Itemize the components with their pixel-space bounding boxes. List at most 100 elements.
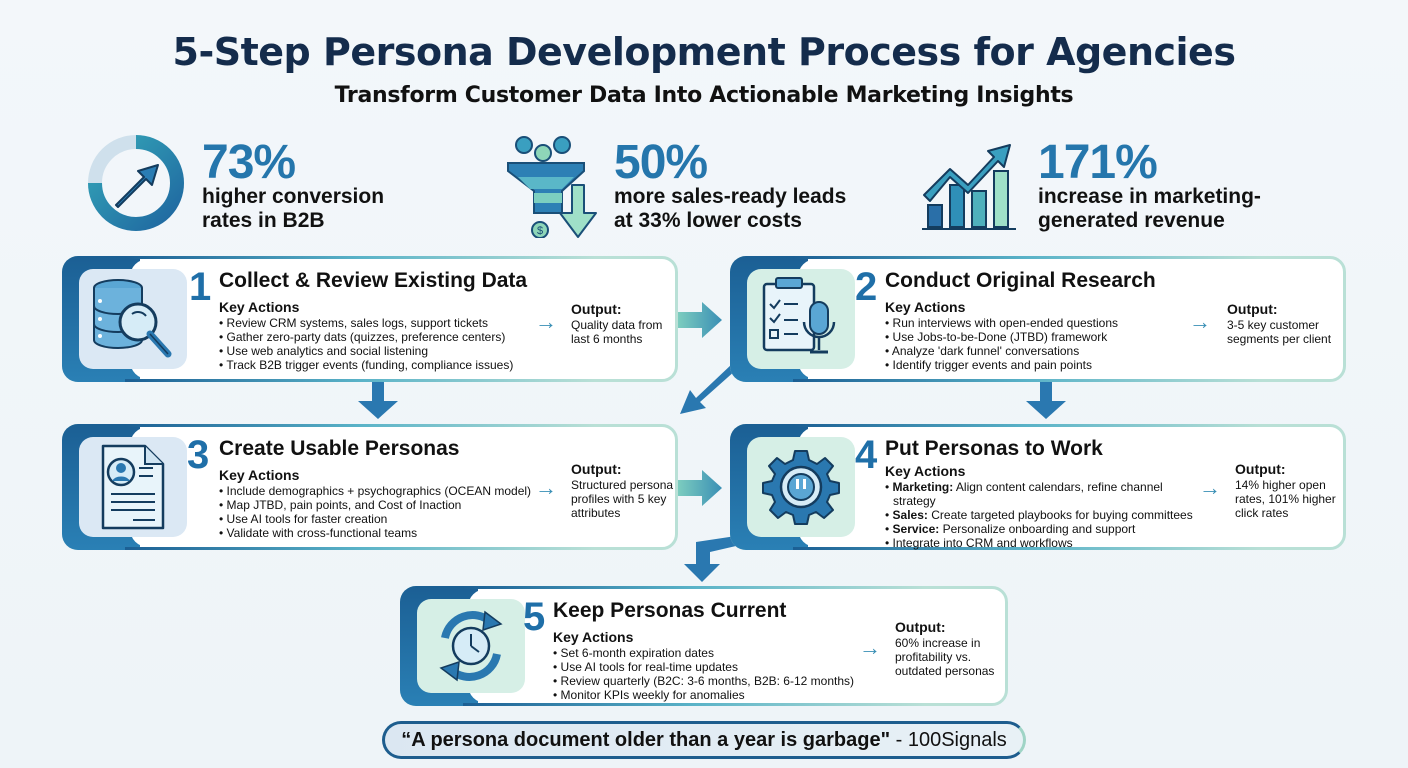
key-actions-label: Key Actions <box>885 463 966 479</box>
arrow-right-icon: → <box>859 635 881 660</box>
list-item: Map JTBD, pain points, and Cost of Inact… <box>219 498 531 512</box>
action-list: Review CRM systems, sales logs, support … <box>219 316 513 372</box>
list-item: Run interviews with open-ended questions <box>885 316 1118 330</box>
list-item: Review CRM systems, sales logs, support … <box>219 316 513 330</box>
output-line: attributes <box>571 506 621 520</box>
step-title: Collect & Review Existing Data <box>219 269 528 292</box>
action-prefix: Service: <box>892 522 940 536</box>
list-item: Sales: Create targeted playbooks for buy… <box>885 508 1205 522</box>
list-item: Include demographics + psychographics (O… <box>219 484 531 498</box>
action-text: Align content calendars, refine channel <box>953 480 1163 494</box>
output-label: Output: <box>1227 301 1278 317</box>
list-item: Analyze 'dark funnel' conversations <box>885 344 1118 358</box>
stat-line-2: generated revenue <box>1038 209 1225 232</box>
action-text: Personalize onboarding and support <box>939 522 1136 536</box>
list-item: Validate with cross-functional teams <box>219 526 531 540</box>
persona-document-icon <box>79 437 187 537</box>
funnel-icon: $ <box>504 133 604 239</box>
list-item: Gather zero-party dats (quizzes, prefere… <box>219 330 513 344</box>
action-list: Include demographics + psychographics (O… <box>219 484 531 540</box>
output-line: outdated personas <box>895 664 995 678</box>
action-list: Marketing: Align content calendars, refi… <box>885 480 1205 550</box>
quote-banner: “A persona document older than a year is… <box>382 721 1026 759</box>
stat-line-2: rates in B2B <box>202 209 325 232</box>
action-list: Run interviews with open-ended questions… <box>885 316 1118 372</box>
step-card-1: 1 Collect & Review Existing Data Key Act… <box>62 256 678 382</box>
output-label: Output: <box>1235 461 1286 477</box>
donut-arrow-icon <box>86 133 186 233</box>
output-text: Quality data from last 6 months <box>571 318 662 346</box>
output-text: Structured persona profiles with 5 key a… <box>571 478 673 520</box>
output-text: 60% increase in profitability vs. outdat… <box>895 636 994 678</box>
arrow-3-to-4 <box>676 470 722 506</box>
step-number: 1 <box>189 265 212 309</box>
step-title: Create Usable Personas <box>219 437 460 460</box>
list-item: Integrate into CRM and workflows <box>885 536 1205 550</box>
step-card-3: 3 Create Usable Personas Key Actions Inc… <box>62 424 678 550</box>
stat-description: increase in marketing- generated revenue <box>1038 185 1261 233</box>
arrow-1-to-3 <box>358 381 398 419</box>
page-subtitle: Transform Customer Data Into Actionable … <box>334 83 1074 108</box>
output-line: last 6 months <box>571 332 643 346</box>
action-prefix: Sales: <box>892 508 928 522</box>
stat-value: 171% <box>1038 136 1158 189</box>
step-title: Conduct Original Research <box>885 269 1156 292</box>
database-search-icon <box>79 269 187 369</box>
list-item: Use Jobs-to-be-Done (JTBD) framework <box>885 330 1118 344</box>
step-card-2: 2 Conduct Original Research Key Actions … <box>730 256 1346 382</box>
output-text: 3-5 key customer segments per client <box>1227 318 1331 346</box>
arrow-2-to-3 <box>680 364 736 414</box>
step-title: Put Personas to Work <box>885 437 1103 460</box>
step-number: 5 <box>523 595 546 639</box>
output-line: Quality data from <box>571 318 663 332</box>
arrow-right-icon: → <box>535 309 557 334</box>
svg-text:$: $ <box>537 225 543 237</box>
stat-leads: $ 50% more sales-ready leads at 33% lowe… <box>504 133 864 239</box>
stat-line-2: at 33% lower costs <box>614 209 802 232</box>
step-number: 4 <box>855 433 878 477</box>
stat-line-1: increase in marketing- <box>1038 185 1261 208</box>
refresh-clock-icon <box>417 599 525 693</box>
arrow-right-icon: → <box>1199 475 1221 500</box>
output-line: 60% increase in <box>895 636 981 650</box>
list-item: Use AI tools for faster creation <box>219 512 531 526</box>
stat-value: 73% <box>202 136 296 189</box>
output-label: Output: <box>571 301 622 317</box>
output-text: 14% higher open rates, 101% higher click… <box>1235 478 1336 520</box>
list-item: Monitor KPIs weekly for anomalies <box>553 688 854 702</box>
arrow-1-to-2 <box>676 302 722 338</box>
quote-source: - 100Signals <box>890 729 1007 751</box>
step-card-5: 5 Keep Personas Current Key Actions Set … <box>400 586 1008 706</box>
clipboard-microphone-icon <box>747 269 855 369</box>
output-line: 3-5 key customer <box>1227 318 1320 332</box>
key-actions-label: Key Actions <box>553 629 634 645</box>
stat-description: higher conversion rates in B2B <box>202 185 384 233</box>
gear-icon <box>747 437 855 537</box>
key-actions-label: Key Actions <box>219 299 300 315</box>
stat-value: 50% <box>614 136 708 189</box>
step-card-4: 4 Put Personas to Work Key Actions Marke… <box>730 424 1346 550</box>
action-list: Set 6-month expiration dates Use AI tool… <box>553 646 854 702</box>
list-item: Identify trigger events and pain points <box>885 358 1118 372</box>
page-title: 5-Step Persona Development Process for A… <box>172 30 1236 74</box>
stat-conversion: 73% higher conversion rates in B2B <box>86 133 426 233</box>
key-actions-label: Key Actions <box>885 299 966 315</box>
step-number: 3 <box>187 433 210 477</box>
list-item: Service: Personalize onboarding and supp… <box>885 522 1205 536</box>
output-label: Output: <box>895 619 946 635</box>
output-line: segments per client <box>1227 332 1332 346</box>
output-line: profitability vs. <box>895 650 972 664</box>
stat-revenue: 171% increase in marketing- generated re… <box>920 133 1280 233</box>
output-label: Output: <box>571 461 622 477</box>
action-text: Create targeted playbooks for buying com… <box>927 508 1193 522</box>
stat-line-1: more sales-ready leads <box>614 185 847 208</box>
output-line: 14% higher open <box>1235 478 1326 492</box>
output-line: click rates <box>1235 506 1289 520</box>
output-line: rates, 101% higher <box>1235 492 1336 506</box>
arrow-4-to-5 <box>684 536 736 582</box>
output-line: profiles with 5 key <box>571 492 667 506</box>
arrow-right-icon: → <box>535 475 557 500</box>
action-prefix: Marketing: <box>892 480 954 494</box>
step-number: 2 <box>855 265 878 309</box>
list-item: Review quarterly (B2C: 3-6 months, B2B: … <box>553 674 854 688</box>
